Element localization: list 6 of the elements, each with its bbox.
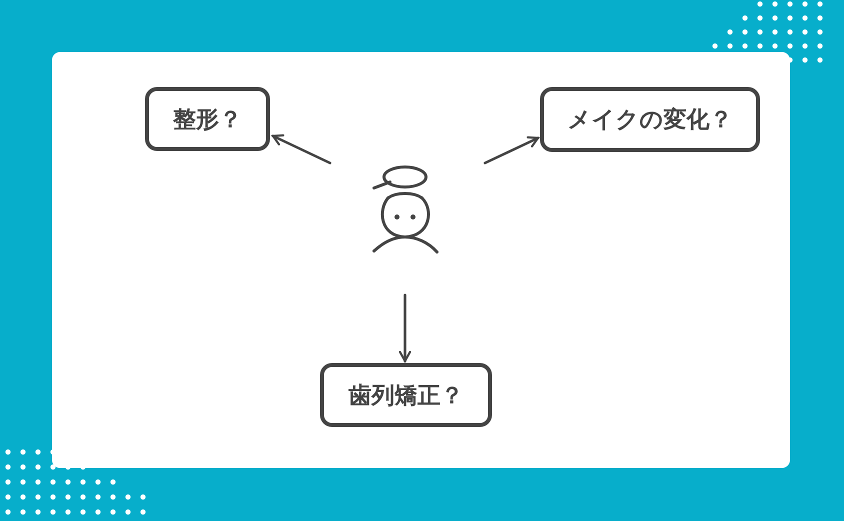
arrow [484, 136, 540, 164]
arrow [398, 294, 412, 362]
text-box: 歯列矯正？ [320, 363, 492, 427]
arrow [272, 134, 332, 164]
text-box: メイクの変化？ [540, 87, 760, 152]
text-box: 整形？ [145, 87, 270, 151]
